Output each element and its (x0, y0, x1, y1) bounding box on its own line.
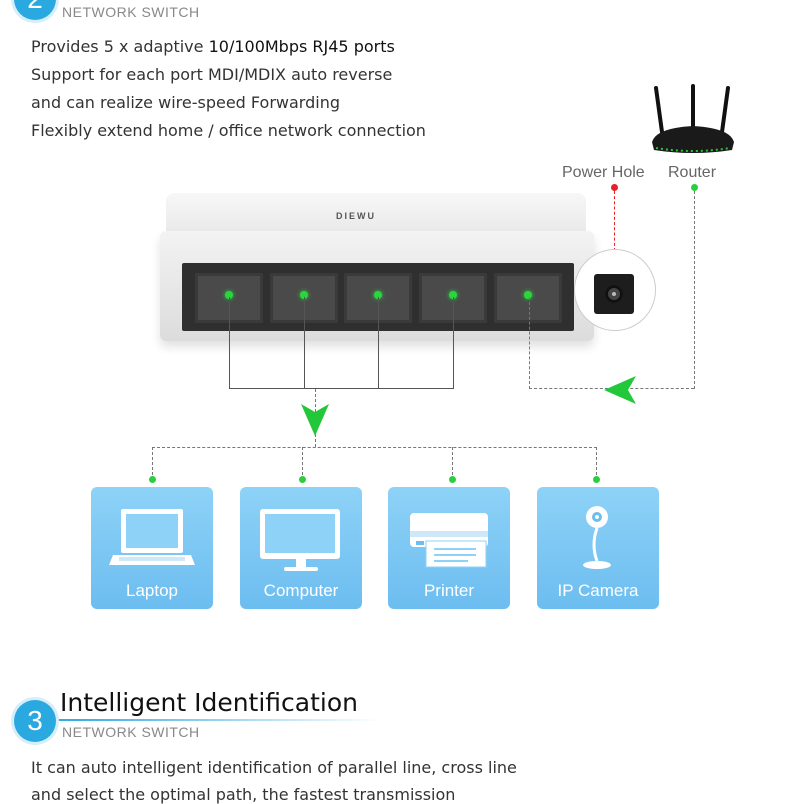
port-1-led (225, 291, 233, 299)
laptop-drop-line (152, 447, 153, 480)
router-icon (652, 84, 734, 153)
port-3-led (374, 291, 382, 299)
section-3-description-2: and select the optimal path, the fastest… (31, 785, 456, 804)
device-printer-label: Printer (423, 581, 475, 600)
device-laptop-label: Laptop (126, 581, 178, 600)
power-jack-icon (574, 249, 656, 331)
port-1-line (229, 297, 230, 389)
ports-bus-line (229, 388, 454, 389)
port-2-led (300, 291, 308, 299)
arrow-down-icon (301, 404, 329, 436)
devices-bus-line (152, 447, 597, 448)
power-hole-dot (611, 184, 618, 191)
section-3-rule (50, 719, 380, 721)
port-5-led (524, 291, 532, 299)
router-connector-vertical (694, 191, 695, 389)
camera-dot (593, 476, 600, 483)
section-2-subtitle: NETWORK SWITCH (62, 4, 200, 20)
port-5-line (529, 297, 530, 389)
section-3-title: Intelligent Identification (60, 688, 358, 717)
printer-icon (410, 513, 488, 568)
section-2-badge: 2 (14, 0, 56, 20)
computer-icon (260, 509, 340, 571)
device-laptop: Laptop (91, 487, 213, 609)
computer-drop-line (302, 447, 303, 480)
power-hole-label: Power Hole (562, 164, 645, 181)
switch-brand-logo: DIEWU (336, 211, 376, 221)
port-4-line (453, 297, 454, 389)
port-5 (494, 273, 562, 323)
feature-line-1-bold: 10/100Mbps RJ45 ports (208, 37, 395, 56)
arrow-left-icon (604, 376, 636, 404)
section-3-badge: 3 (14, 700, 56, 742)
section-3-subtitle: NETWORK SWITCH (62, 724, 200, 740)
device-computer: Computer (240, 487, 362, 609)
device-ip-camera-label: IP Camera (557, 581, 639, 600)
power-connector-line (614, 191, 615, 251)
printer-drop-line (452, 447, 453, 480)
laptop-dot (149, 476, 156, 483)
feature-line-3: and can realize wire-speed Forwarding (31, 93, 340, 112)
device-ip-camera: IP Camera (537, 487, 659, 609)
ip-camera-icon (583, 506, 611, 569)
printer-dot (449, 476, 456, 483)
laptop-icon (109, 509, 195, 565)
port-3-line (378, 297, 379, 389)
section-3-description-1: It can auto intelligent identification o… (31, 758, 517, 777)
port-2-line (304, 297, 305, 389)
feature-line-4: Flexibly extend home / office network co… (31, 121, 426, 140)
device-printer: Printer (388, 487, 510, 609)
camera-drop-line (596, 447, 597, 480)
router-dot (691, 184, 698, 191)
port-4-led (449, 291, 457, 299)
computer-dot (299, 476, 306, 483)
device-computer-label: Computer (263, 581, 339, 600)
router-label: Router (668, 164, 717, 181)
feature-line-2: Support for each port MDI/MDIX auto reve… (31, 65, 393, 84)
feature-line-1: Provides 5 x adaptive 10/100Mbps RJ45 po… (31, 37, 395, 56)
